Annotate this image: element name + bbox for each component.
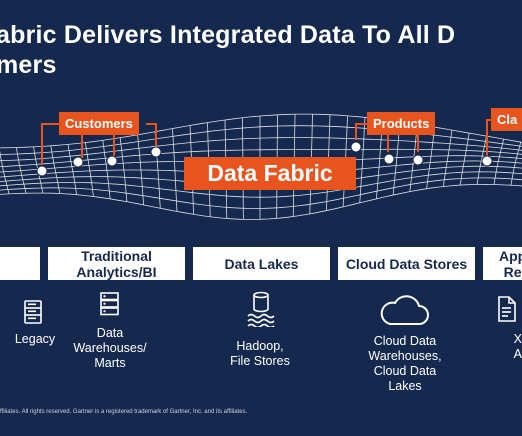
mesh-line — [359, 117, 366, 203]
data-fabric-label: Data Fabric — [184, 157, 356, 190]
label-data-warehouses: Data Warehouses/ Marts — [73, 326, 147, 370]
callout-customers: Customers — [59, 112, 139, 135]
mesh-line — [443, 130, 453, 187]
document-icon — [497, 296, 517, 327]
mesh-line — [85, 142, 94, 197]
header-traditional-analytics: Traditional Analytics/BI — [48, 247, 185, 280]
label-hadoop: Hadoop, File Stores — [230, 339, 290, 368]
header-data-lakes: Data Lakes — [193, 247, 330, 280]
label-legacy: Legacy — [14, 332, 56, 346]
mesh-line — [459, 133, 470, 186]
database-stack-icon — [99, 292, 120, 321]
connector-line — [355, 123, 367, 140]
mesh-line — [102, 140, 111, 199]
label-applications-partial: X A — [513, 332, 522, 361]
header-legacy-partial — [0, 247, 40, 280]
fabric-node — [36, 165, 48, 177]
connector-line — [146, 123, 157, 146]
mesh-line — [510, 141, 522, 186]
mesh-line — [172, 128, 178, 212]
data-lake-icon — [246, 291, 276, 332]
connector-line — [486, 119, 491, 156]
slide-title: abric Delivers Integrated Data To All D … — [0, 20, 455, 80]
copyright-footer: ffiliates. All rights reserved. Gartner … — [0, 409, 248, 415]
fabric-node — [150, 146, 162, 158]
connector-line — [41, 123, 62, 165]
callout-products: Products — [367, 112, 436, 135]
mesh-line — [50, 145, 61, 194]
header-cloud-data-stores: Cloud Data Stores — [338, 247, 475, 280]
mesh-line — [119, 137, 128, 202]
mesh-line — [137, 134, 144, 205]
title-line-2: mers — [0, 51, 57, 79]
fabric-node — [106, 155, 118, 167]
fabric-node — [481, 155, 493, 167]
mesh-line — [67, 144, 77, 195]
mesh-line — [16, 147, 27, 194]
fabric-node — [412, 154, 424, 166]
mesh-line — [392, 121, 401, 196]
mesh-line — [426, 127, 435, 189]
fabric-node — [72, 156, 84, 168]
header-applications-partial: App Re — [483, 247, 522, 280]
server-icon — [23, 300, 43, 329]
mesh-line — [0, 150, 10, 194]
mesh-line — [476, 136, 487, 185]
callout-partial: Cla — [491, 108, 522, 131]
fabric-node — [383, 153, 395, 165]
mesh-line — [493, 139, 504, 185]
label-cloud-warehouses: Cloud Data Warehouses, Cloud Data Lakes — [368, 334, 442, 393]
cloud-icon — [378, 293, 430, 332]
title-line-1: abric Delivers Integrated Data To All D — [0, 21, 456, 49]
fabric-node — [350, 141, 362, 153]
